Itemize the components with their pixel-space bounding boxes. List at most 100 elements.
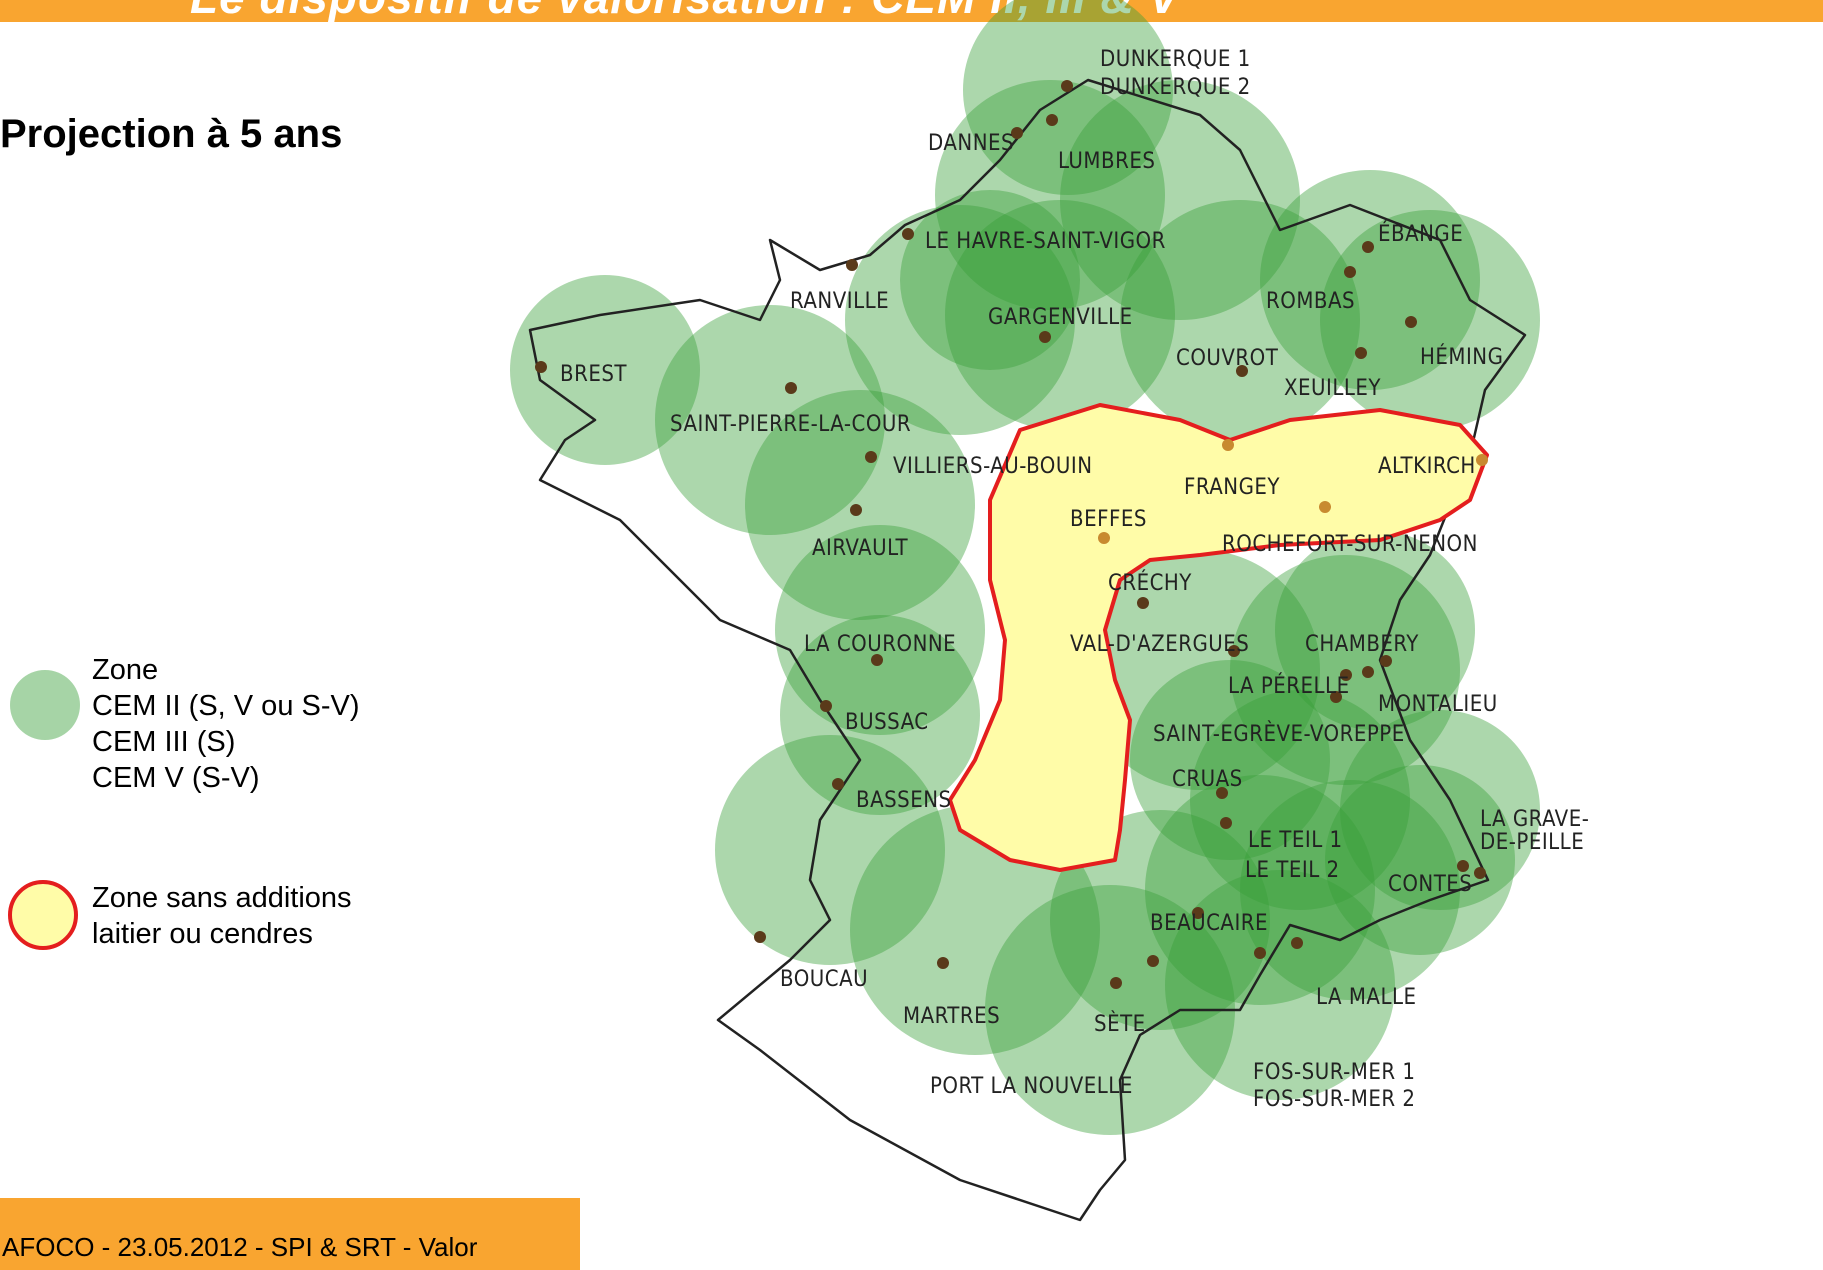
coverage-circle <box>1060 80 1300 320</box>
city-label: BREST <box>560 362 627 387</box>
coverage-circle <box>510 275 700 465</box>
plant-marker <box>1061 80 1073 92</box>
legend-green-swatch <box>10 670 80 740</box>
coverage-circles <box>510 0 1540 1135</box>
plant-marker <box>1380 655 1392 667</box>
city-label: BUSSAC <box>845 710 929 735</box>
coverage-circle <box>780 615 980 815</box>
city-label: AIRVAULT <box>812 536 909 561</box>
plant-marker <box>850 504 862 516</box>
city-label: FRANGEY <box>1184 475 1280 500</box>
plant-marker <box>846 259 858 271</box>
title-banner: Le dispositif de valorisation : CEM II, … <box>0 0 1823 22</box>
coverage-circle <box>1165 870 1395 1100</box>
city-label: FOS-SUR-MER 1 <box>1253 1060 1415 1085</box>
plant-marker <box>1474 867 1486 879</box>
plant-marker <box>1330 691 1342 703</box>
city-label: VILLIERS-AU-BOUIN <box>893 454 1093 479</box>
city-label: FOS-SUR-MER 2 <box>1253 1087 1415 1112</box>
france-outline <box>528 78 1527 1222</box>
coverage-circle <box>900 190 1080 370</box>
plant-marker <box>1192 907 1204 919</box>
city-label: XEUILLEY <box>1284 376 1381 401</box>
city-label: BEFFES <box>1070 507 1147 532</box>
plant-markers <box>535 80 1488 989</box>
plant-marker <box>1362 241 1374 253</box>
plant-marker <box>1137 597 1149 609</box>
coverage-circle <box>1130 660 1330 860</box>
footer-bar: AFOCO - 23.05.2012 - SPI & SRT - Valor <box>0 1198 580 1270</box>
city-label: RANVILLE <box>790 289 889 314</box>
legend-yellow-line: Zone sans additions <box>92 882 352 914</box>
plant-marker <box>902 228 914 240</box>
city-label: COUVROT <box>1176 346 1279 371</box>
city-label: SAINT-PIERRE-LA-COUR <box>670 412 911 437</box>
city-label: ROCHEFORT-SUR-NENON <box>1222 532 1478 557</box>
coverage-circle <box>775 525 985 735</box>
city-label: CRÉCHY <box>1108 570 1192 596</box>
legend-green-line: CEM III (S) <box>92 726 236 758</box>
plant-marker <box>832 778 844 790</box>
city-label: VAL-D'AZERGUES <box>1070 632 1249 657</box>
no-addition-zone <box>948 403 1489 872</box>
plant-marker <box>754 931 766 943</box>
plant-marker <box>820 700 832 712</box>
city-label: PORT LA NOUVELLE <box>930 1074 1133 1099</box>
city-label: GARGENVILLE <box>988 305 1133 330</box>
city-label: LA PÉRELLE <box>1228 673 1350 699</box>
plant-marker <box>1147 955 1159 967</box>
city-label: LA MALLE <box>1316 985 1417 1010</box>
coverage-circle <box>745 390 975 620</box>
coverage-circle <box>1340 710 1540 910</box>
coverage-circle <box>1260 170 1480 390</box>
city-label: BASSENS <box>856 788 952 813</box>
city-label: SAINT-EGRÈVE-VOREPPE <box>1153 721 1405 747</box>
footer-text: AFOCO - 23.05.2012 - SPI & SRT - Valor <box>2 1232 478 1262</box>
coverage-circle <box>985 885 1235 1135</box>
legend-green-line: CEM II (S, V ou S-V) <box>92 690 360 722</box>
city-label: SÈTE <box>1094 1011 1146 1037</box>
plant-marker <box>1254 947 1266 959</box>
city-label: HÉMING <box>1420 344 1503 370</box>
legend-yellow-line: laitier ou cendres <box>92 918 313 950</box>
plant-marker <box>1355 347 1367 359</box>
legend-green-line: Zone <box>92 654 159 686</box>
coverage-circle <box>945 200 1175 430</box>
plant-marker <box>1319 501 1331 513</box>
city-label: ALTKIRCH <box>1378 454 1476 479</box>
city-label: DE-PEILLE <box>1480 830 1584 855</box>
coverage-circle <box>1120 200 1360 440</box>
plant-marker <box>1228 645 1240 657</box>
coverage-circle <box>1080 550 1320 790</box>
plant-marker <box>937 957 949 969</box>
coverage-circle <box>1320 210 1540 430</box>
plant-marker <box>1039 331 1051 343</box>
legend-green-text: Zone CEM II (S, V ou S-V) CEM III (S) CE… <box>92 652 360 796</box>
plant-marker <box>1362 666 1374 678</box>
plant-marker <box>1216 787 1228 799</box>
coverage-circle <box>1190 690 1410 910</box>
plant-marker <box>1222 439 1234 451</box>
city-label: LE HAVRE-SAINT-VIGOR <box>925 229 1166 254</box>
plant-marker <box>1405 316 1417 328</box>
coverage-circle <box>655 305 885 535</box>
city-label: MONTALIEU <box>1378 692 1498 717</box>
city-label: LE TEIL 2 <box>1245 858 1340 883</box>
city-label: DUNKERQUE 2 <box>1100 75 1251 100</box>
coverage-circle <box>935 80 1165 310</box>
city-label: MARTRES <box>903 1004 1000 1029</box>
legend-yellow-swatch <box>8 880 78 950</box>
city-label: ROMBAS <box>1266 289 1355 314</box>
city-label: LE TEIL 1 <box>1248 828 1343 853</box>
plant-marker <box>1340 669 1352 681</box>
plant-marker <box>785 382 797 394</box>
city-label: CHAMBERY <box>1305 632 1419 657</box>
city-label: ÉBANGE <box>1378 221 1463 247</box>
coverage-circle <box>845 205 1075 435</box>
plant-marker <box>535 361 547 373</box>
city-label: CONTES <box>1388 872 1472 897</box>
subtitle: Projection à 5 ans <box>0 112 343 156</box>
city-label: LUMBRES <box>1058 149 1155 174</box>
